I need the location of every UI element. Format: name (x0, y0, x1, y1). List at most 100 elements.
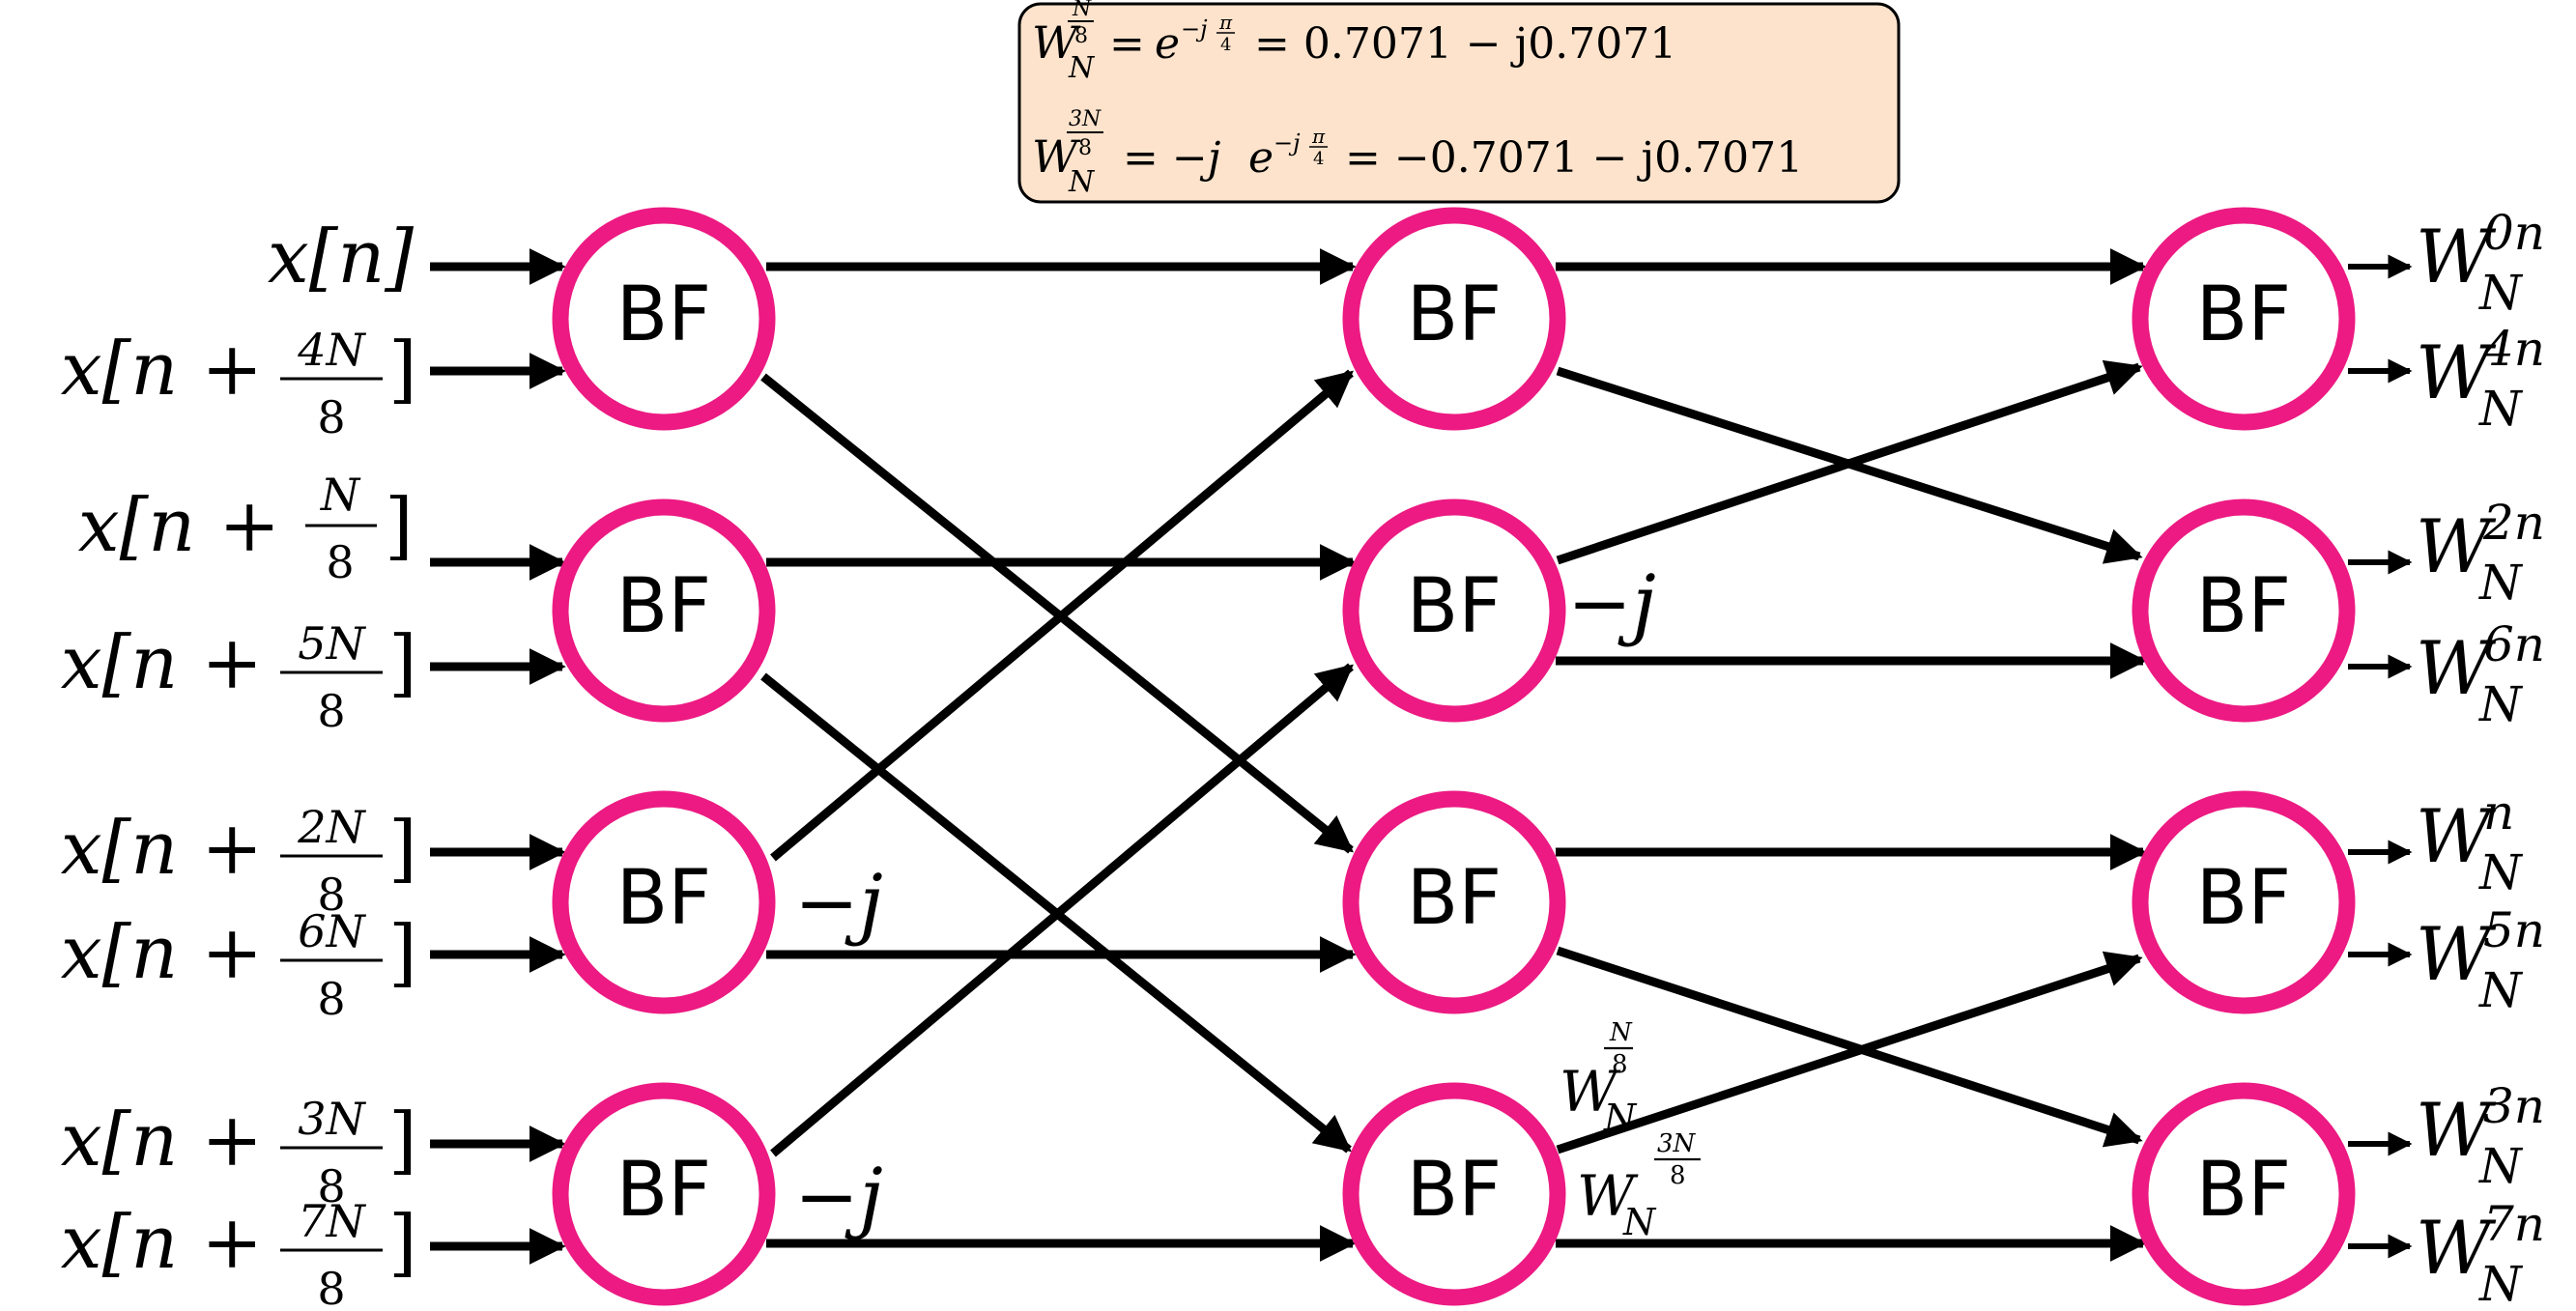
input-pre: x[n + (61, 1097, 263, 1183)
input-den: 8 (317, 973, 345, 1025)
output-label-4: W N n (2416, 784, 2524, 900)
input-label-3: x[n + 5N 8 ] (61, 617, 417, 737)
output-label-1: W N 4n (2416, 321, 2545, 437)
bf-node-s2-2: BF (1342, 499, 1566, 723)
output-sub: N (2478, 962, 2524, 1018)
note-line-2: W N 3N 8 = −j e −j π 4 = −0.7071 − j0.70… (1032, 107, 1803, 199)
note1-sup-den: 8 (1074, 24, 1088, 48)
note1-base: W (1032, 16, 1081, 69)
note1-e: e (1155, 19, 1180, 69)
input-labels: x[n] x[n + 4N 8 ] x[n + N 8 ] x[n + 5N 8… (61, 214, 417, 1311)
note1-val: = 0.7071 − j0.7071 (1254, 19, 1676, 69)
input-label-6: x[n + 3N 8 ] (61, 1093, 417, 1212)
output-sub: N (2478, 844, 2524, 900)
twiddle-definition-note: W N N 8 = e −j π 4 = 0.7071 − j0.7071 W … (1017, 0, 1901, 204)
output-labels: W N 0n W N 4n W N 2n W N 6n W N n W N 5n (2416, 205, 2545, 1311)
edges-stage2-stage3 (1556, 248, 2147, 1262)
edges-stage1-stage2 (760, 248, 1357, 1262)
input-label-2: x[n + N 8 ] (78, 469, 414, 588)
output-label-7: W N 7n (2416, 1196, 2545, 1311)
edge-s1bf1-s2bf3 (760, 373, 1354, 854)
input-pre: x[n + (61, 909, 263, 995)
input-pre: x[n + (61, 326, 263, 412)
input-close-bracket: ] (388, 1097, 417, 1183)
tw-bot-sup-den: 8 (1670, 1161, 1686, 1190)
note-box (1017, 2, 1901, 204)
tw-top-sup-num: N (1609, 1018, 1633, 1047)
input-close-bracket: ] (388, 619, 417, 705)
bf-label: BF (616, 1147, 711, 1234)
output-sup: 2n (2482, 495, 2545, 551)
note2-e: e (1248, 133, 1274, 183)
bf-node-s1-2: BF (552, 499, 776, 723)
note2-eq: = −j (1123, 133, 1220, 183)
bf-label: BF (2196, 855, 2291, 942)
bf-label: BF (1407, 1147, 1502, 1234)
twiddle-s2-bf2: −j (1567, 558, 1656, 648)
output-sub: N (2478, 676, 2524, 732)
input-arrows (430, 248, 566, 1265)
output-sub: N (2478, 1138, 2524, 1194)
input-num: 2N (297, 801, 366, 853)
output-label-5: W N 5n (2416, 902, 2545, 1018)
tw-bot-sub: N (1622, 1201, 1657, 1243)
output-sup: 6n (2483, 616, 2545, 672)
input-num: 6N (298, 905, 366, 957)
input-num: 4N (297, 324, 366, 376)
input-pre: x[n + (78, 482, 280, 568)
input-den: 8 (317, 869, 345, 921)
note1-sub: N (1068, 51, 1096, 85)
input-label-7: x[n + 7N 8 ] (61, 1195, 417, 1311)
note2-val: = −0.7071 − j0.7071 (1345, 133, 1803, 183)
input-den: 8 (317, 685, 345, 737)
bf-label: BF (616, 563, 711, 650)
bf-node-s2-4: BF (1342, 1082, 1566, 1306)
twiddle-s2-bf4-bottom: W N 3N 8 (1577, 1129, 1701, 1243)
bf-node-s3-4: BF (2132, 1082, 2356, 1306)
input-num: N (320, 469, 361, 521)
output-label-3: W N 6n (2416, 616, 2545, 732)
edge-s1bf4-s2bf2 (770, 663, 1354, 1157)
tw-top-base: W (1560, 1059, 1621, 1125)
bf-label: BF (1407, 271, 1502, 358)
input-close-bracket: ] (388, 1199, 417, 1285)
note2-sub: N (1068, 165, 1096, 199)
bf-node-s3-1: BF (2132, 207, 2356, 431)
output-sup: 5n (2483, 902, 2545, 958)
note1-exp: −j (1181, 15, 1208, 43)
input-num: 3N (298, 1093, 366, 1145)
twiddle-s1-bf3: −j (794, 858, 883, 948)
input-den: 8 (317, 1160, 345, 1212)
tw-bot-sup-num: 3N (1657, 1129, 1697, 1158)
input-pre: x[n + (61, 805, 263, 891)
input-pre: x[n + (61, 1199, 263, 1285)
note1-four: 4 (1220, 35, 1231, 55)
note-line-1: W N N 8 = e −j π 4 = 0.7071 − j0.7071 (1032, 0, 1676, 85)
note1-eq: = (1109, 19, 1145, 69)
twiddle-s1-bf4: −j (794, 1152, 883, 1241)
output-label-6: W N 3n (2416, 1078, 2545, 1194)
input-label-4: x[n + 2N 8 ] (61, 801, 417, 921)
input-close-bracket: ] (388, 326, 417, 412)
butterfly-nodes: BF BF BF BF BF BF BF BF (552, 207, 2356, 1306)
bf-node-s1-4: BF (552, 1082, 776, 1306)
output-arrows (2348, 254, 2413, 1259)
bf-label: BF (2196, 1147, 2291, 1234)
output-sup: n (2483, 784, 2514, 841)
input-close-bracket: ] (388, 909, 417, 995)
output-sup: 7n (2483, 1196, 2545, 1252)
input-num: 5N (298, 617, 366, 670)
note2-four: 4 (1313, 149, 1324, 169)
edge-s2bf3-s3bf4 (1556, 946, 2143, 1148)
output-sub: N (2478, 381, 2524, 437)
note2-base: W (1032, 130, 1081, 183)
tw-top-sub: N (1603, 1097, 1638, 1139)
note2-pi: π (1311, 125, 1326, 148)
bf-label: BF (616, 855, 711, 942)
output-base: W (2416, 214, 2497, 299)
input-label-1: x[n + 4N 8 ] (61, 324, 417, 443)
bf-node-s1-1: BF (552, 207, 776, 431)
edge-s1bf3-s2bf1 (770, 369, 1354, 862)
